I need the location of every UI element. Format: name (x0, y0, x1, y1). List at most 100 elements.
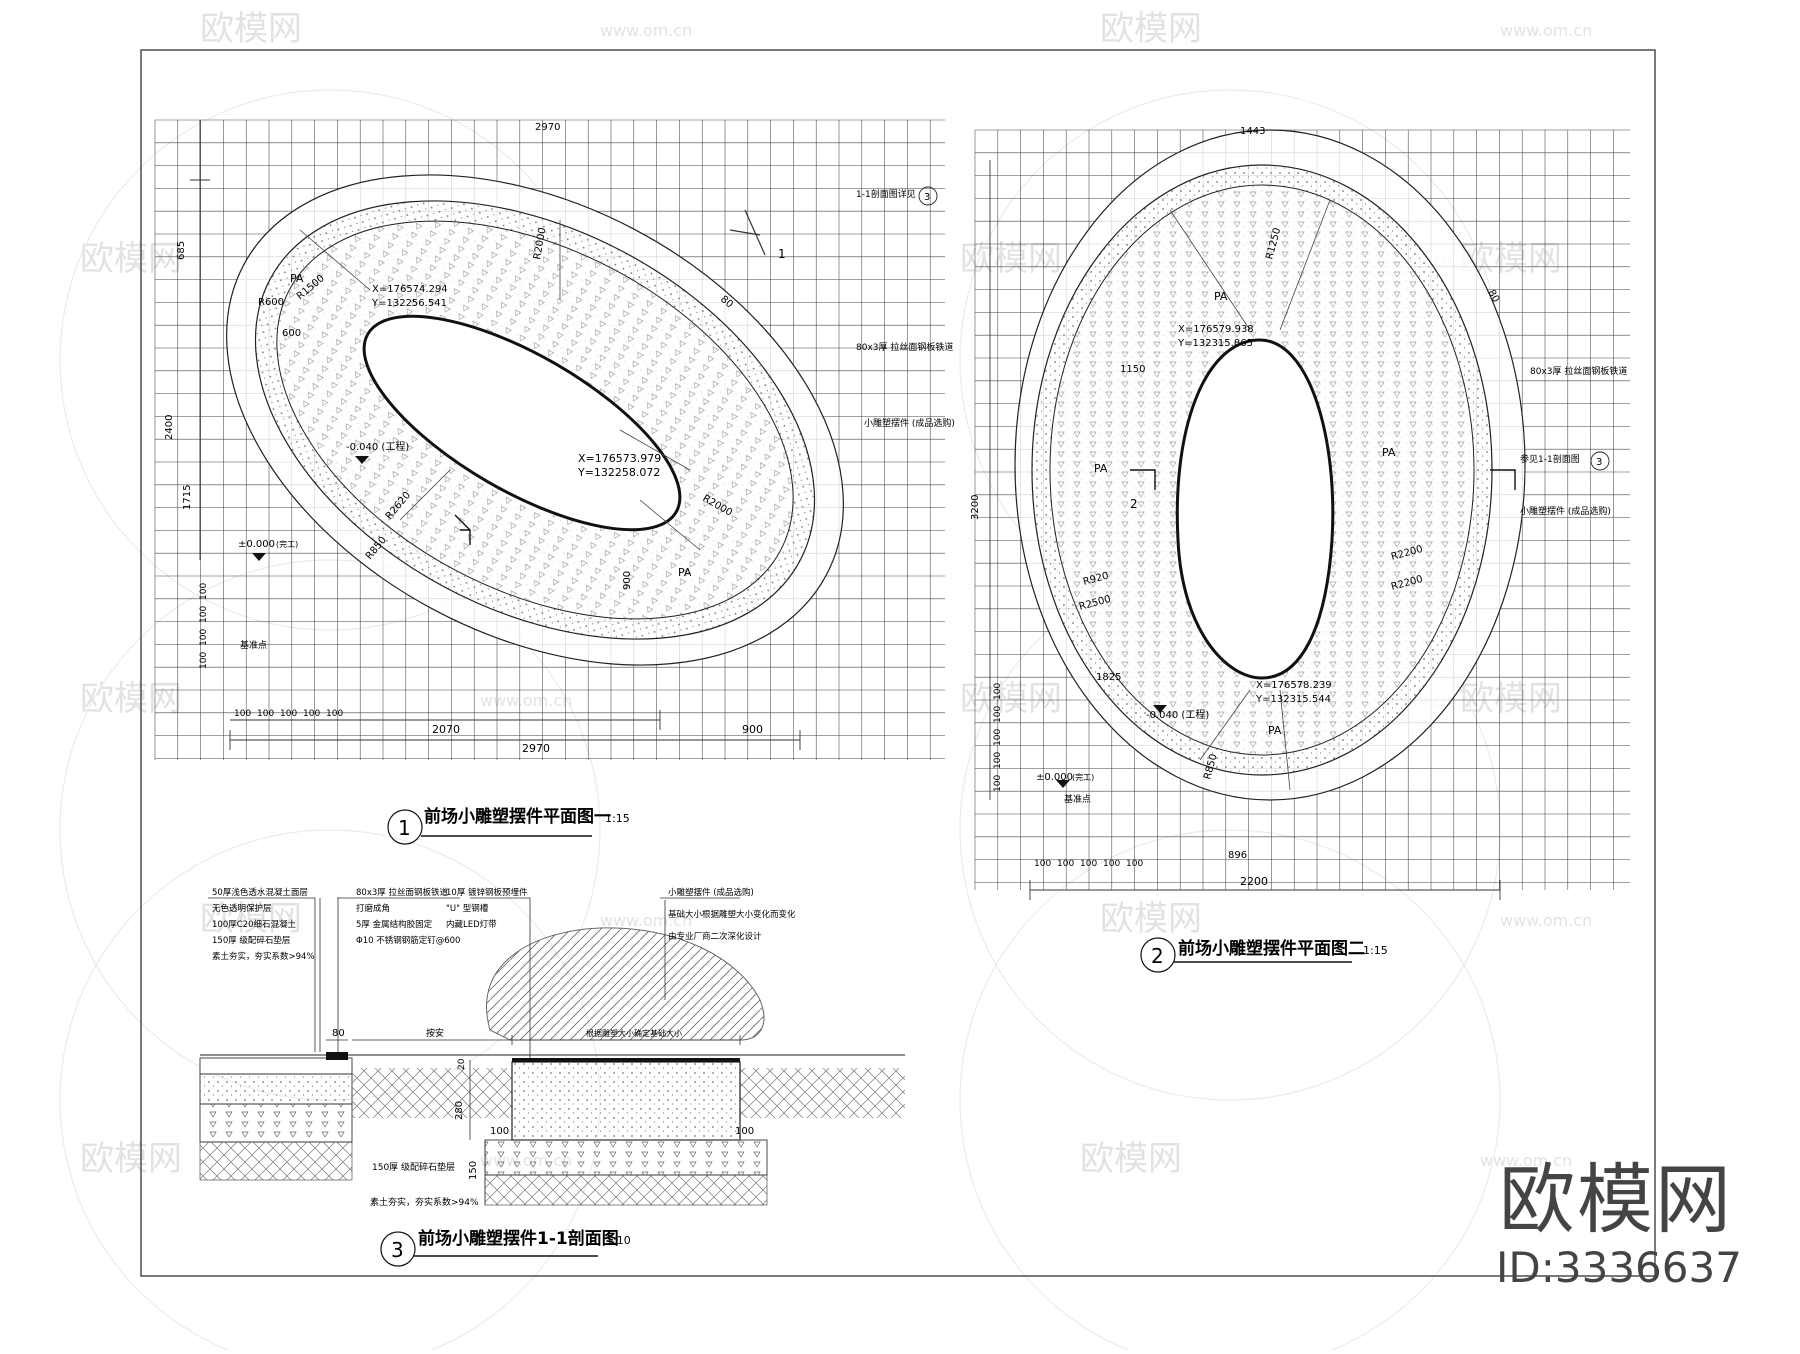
grid-dim-label: 100 (280, 709, 297, 719)
section-note-soil: 素土夯实，夯实系数>94% (370, 1196, 479, 1208)
grid-dim-label: 100 (303, 709, 320, 719)
watermark-url: www.om.cn (1480, 1151, 1572, 1170)
watermark-logo: 欧模网 (1100, 9, 1202, 49)
grid-dim-label: 100 (199, 652, 209, 669)
section-dim-150: 150 (468, 1161, 479, 1180)
plan-2-dim-top: 1443 (1240, 126, 1265, 137)
grid-dim-label: 100 (234, 709, 251, 719)
plan-2-level-base: ±0.000 (1036, 772, 1073, 783)
section-dim-100b: 100 (735, 1126, 754, 1137)
brand-block: 欧模网 ID:3336637 (1496, 1158, 1742, 1294)
grid-dim-label: 100 (257, 709, 274, 719)
section-note-line: 10厚 镀锌钢板预埋件 (446, 887, 528, 898)
watermark-url: www.om.cn (1500, 911, 1592, 930)
plan-2-section-mark: 2 (1130, 497, 1138, 511)
plan-1-note-circle: 3 (924, 192, 930, 203)
plan-1-coord-b2: Y=132258.072 (577, 466, 660, 479)
plan-1-scale: 1:15 (605, 812, 630, 825)
section-note-line: 150厚 级配碎石垫层 (212, 935, 290, 946)
grid-dim-label: 100 (1057, 859, 1074, 869)
plan-2-note-sculpt: 小雕塑摆件 (成品选购) (1520, 505, 1611, 517)
section-note-line: 基础大小根据雕塑大小变化而变化 (668, 909, 796, 920)
watermark-url: www.om.cn (600, 911, 692, 930)
plan-2-coord-a1: X=176579.938 (1178, 324, 1254, 335)
watermark-logo: 欧模网 (1460, 679, 1562, 719)
watermark-logo: 欧模网 (960, 679, 1062, 719)
plan-1-dim-r3: R600 (258, 297, 284, 308)
plan-2-sculpture (1175, 338, 1335, 680)
grid-dim-label: 100 (1080, 859, 1097, 869)
plan-2-note-band: 80x3厚 拉丝面钢板铁道 (1530, 365, 1627, 377)
plan-2-pa-4: PA (1268, 724, 1282, 737)
section-note-gravel: 150厚 级配碎石垫层 (372, 1161, 455, 1173)
plan-1-dim-2070: 2070 (432, 723, 460, 736)
plan-1-dim-2970b: 2970 (522, 742, 550, 755)
section-note-line: 100厚C20细石混凝土 (212, 919, 296, 930)
section-note-line: 由专业厂商二次深化设计 (668, 931, 762, 942)
section-note-line: 素土夯实，夯实系数>94% (212, 951, 315, 962)
section-scale: 1:10 (606, 1234, 631, 1247)
grid-dim-label: 100 (1034, 859, 1051, 869)
grid-dim-label: 100 (326, 709, 343, 719)
section-foundation (511, 1061, 741, 1141)
sheet-border (140, 49, 1656, 1277)
plan-2-number: 2 (1151, 944, 1164, 968)
plan-1-dim-top: 2970 (535, 122, 560, 133)
watermark-logo: 欧模网 (80, 239, 182, 279)
watermark-url: www.om.cn (600, 21, 692, 40)
section-dim-20: 20 (457, 1058, 467, 1070)
plan-2-scale: 1:15 (1363, 944, 1388, 957)
section-dim-100a: 100 (490, 1126, 509, 1137)
plan-2-title: 前场小雕塑摆件平面图二 (1178, 938, 1365, 959)
plan-1-level-top: -0.040 (工程) (346, 441, 409, 453)
section-note-line: 5厚 金属结构胶固定 (356, 919, 433, 930)
section-title: 前场小雕塑摆件1-1剖面图 (418, 1228, 619, 1249)
grid-dim-label: 100 (199, 583, 209, 600)
section-note-line: 无色透明保护层 (212, 903, 272, 914)
section-number: 3 (391, 1238, 404, 1262)
plan-2-pa-1: PA (1214, 290, 1228, 303)
plan-2: 1443 3200 1150 1825 2200 896 X=176579.93… (970, 126, 1630, 973)
plan-1-coord-b1: X=176573.979 (578, 452, 661, 465)
plan-1-dim-2400: 2400 (164, 415, 175, 440)
plan-1-title: 前场小雕塑摆件平面图一 (424, 806, 611, 827)
plan-1: 2970 R1500 R2000 R600 600 685 2400 1715 … (154, 119, 955, 845)
plan-2-pa-2: PA (1094, 462, 1108, 475)
section-note-line: Φ10 不锈钢钢筋定钉@600 (356, 935, 460, 946)
grid-dim-label: 100 (1103, 859, 1120, 869)
plan-2-level-base-note: (完工) (1072, 772, 1094, 782)
watermark-logo: 欧模网 (200, 899, 302, 939)
section-sculpture (486, 927, 765, 1041)
section-note-line: 80x3厚 拉丝面钢板铁道 (356, 887, 448, 898)
plan-2-dim-3200: 3200 (970, 495, 981, 520)
section-label-top: 根据雕塑大小确定基础大小 (586, 1028, 682, 1038)
section-note-line: 小雕塑摆件 (成品选购) (668, 887, 754, 898)
grid-dim-label: 100 (199, 606, 209, 623)
plan-1-level-base: ±0.000 (238, 539, 275, 550)
section-note-line: 内藏LED灯带 (446, 919, 497, 930)
watermark-logo: 欧模网 (960, 239, 1062, 279)
grid-dim-label: 100 (993, 683, 1003, 700)
plan-2-note-base: 基准点 (1064, 793, 1091, 805)
grid-dim-label: 100 (1126, 859, 1143, 869)
plan-2-dim-2200: 2200 (1240, 875, 1268, 888)
watermark-url: www.om.cn (480, 691, 572, 710)
plan-2-coord-b1: X=176578.239 (1256, 680, 1332, 691)
plan-1-note-sculpt: 小雕塑摆件 (成品选购) (864, 417, 955, 429)
plan-2-dim-1825: 1825 (1096, 672, 1121, 683)
section-label-finish: 按安 (426, 1027, 444, 1039)
plan-1-number: 1 (398, 816, 411, 840)
watermark-logo: 欧模网 (80, 1139, 182, 1179)
plan-2-dim-1150: 1150 (1120, 364, 1145, 375)
plan-2-note-circle: 3 (1596, 457, 1602, 468)
section-note-line: "U" 型钢槽 (446, 903, 489, 914)
model-id: ID:3336637 (1496, 1243, 1742, 1292)
plan-2-coord-b2: Y=132315.544 (1255, 694, 1331, 705)
plan-1-note-section: 1-1剖面图详见 (856, 188, 916, 200)
watermark-logo: 欧模网 (80, 679, 182, 719)
